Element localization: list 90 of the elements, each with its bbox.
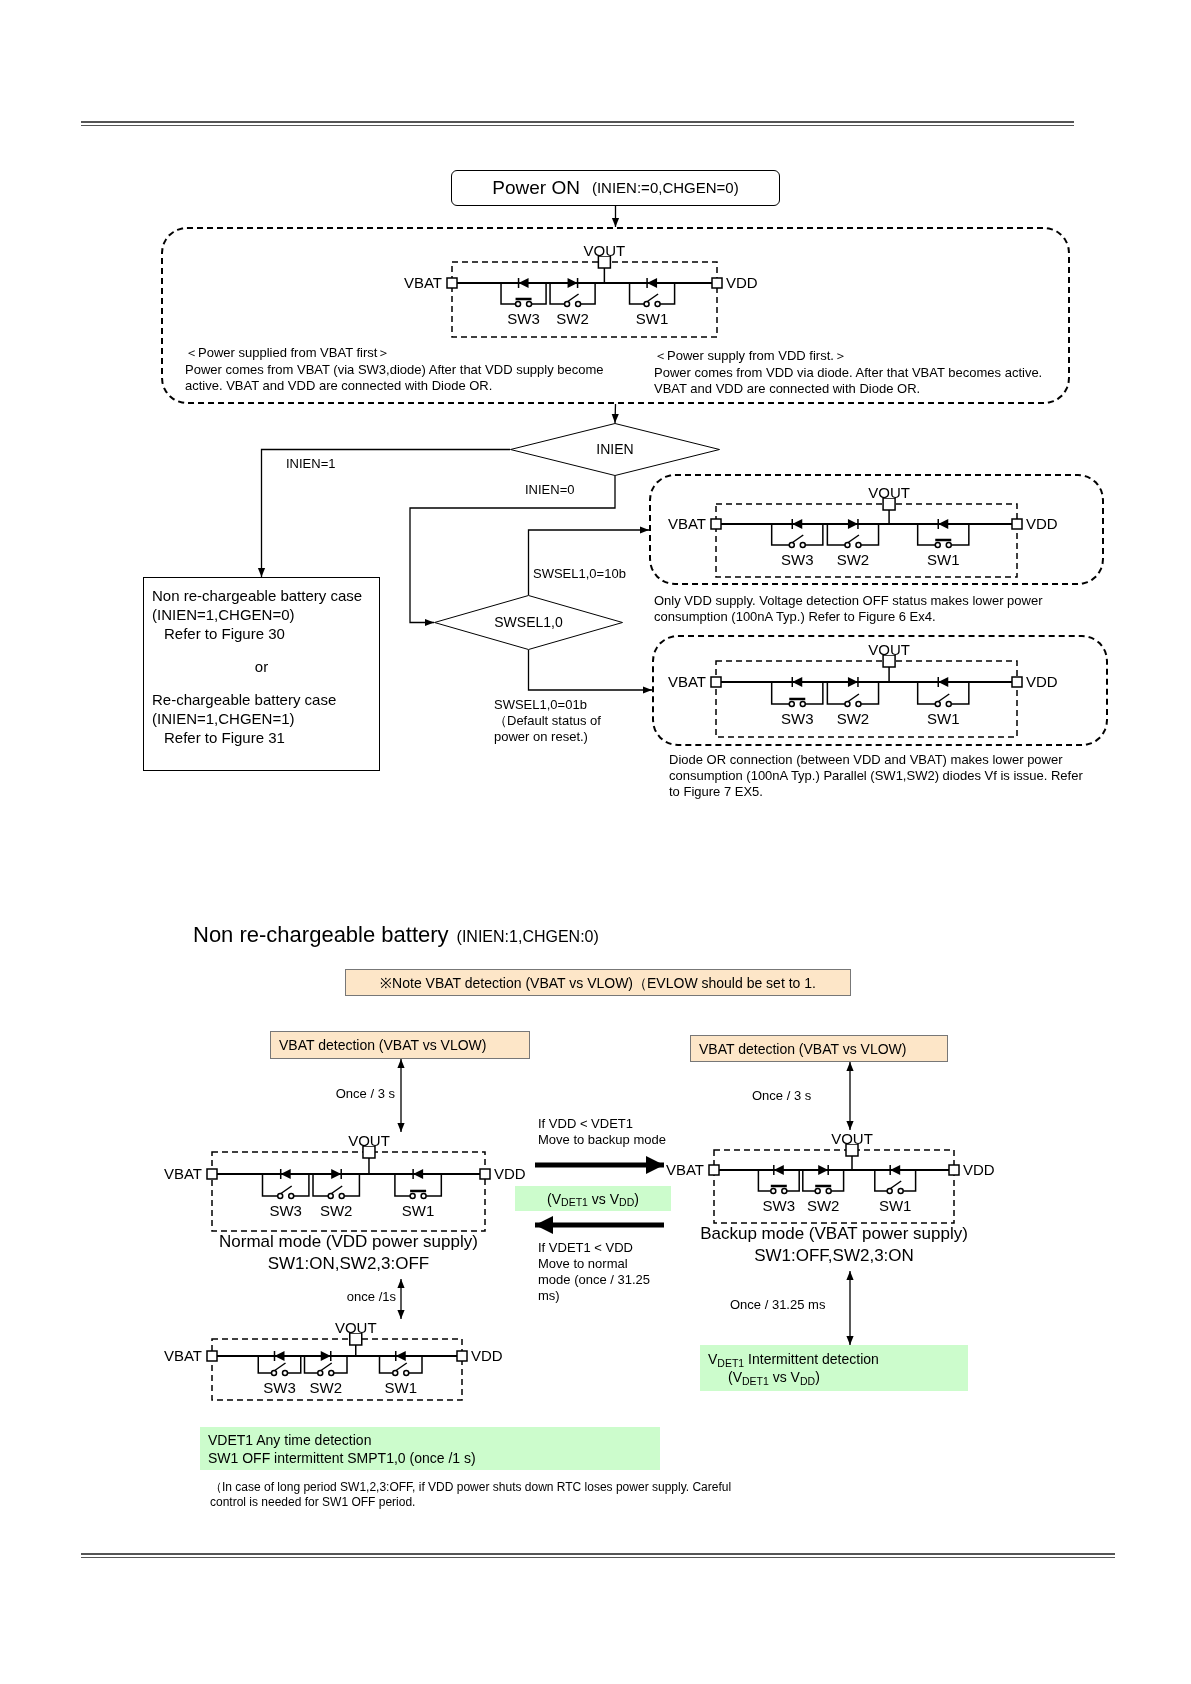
pin-label: VBAT xyxy=(666,673,706,691)
pin-label: VOUT xyxy=(867,641,911,659)
box-subtitle: (INIEN:=0,CHGEN=0) xyxy=(591,177,739,198)
mode-caption: Backup mode (VBAT power supply) xyxy=(699,1223,969,1245)
pin-label: VDD xyxy=(471,1347,503,1365)
note-text: Diode OR connection (between VDD and VBAT) makes lower power consumption (100nA Typ.) Parallel (SW1,SW2) diodes Vf is issue. Refer to Figure 7 EX5. xyxy=(669,752,1084,800)
pin-label: VOUT xyxy=(333,1319,378,1337)
process-box xyxy=(143,577,380,771)
arrow xyxy=(527,649,653,694)
arrow xyxy=(397,1058,405,1133)
arrow xyxy=(611,403,619,424)
box-text: VDET1 Any time detection xyxy=(208,1430,373,1449)
pin-label: VOUT xyxy=(867,484,911,502)
section-subheading: (INIEN:1,CHGEN:0) xyxy=(456,927,599,947)
note-box xyxy=(690,1035,948,1062)
mode-caption: SW1:ON,SW2,3:OFF xyxy=(266,1253,431,1275)
switch-label: SW1 xyxy=(926,710,961,728)
switch-label: SW3 xyxy=(780,710,815,728)
info-box xyxy=(700,1345,968,1391)
start-box xyxy=(451,170,780,206)
box-text: (V$_{DET1}$ vs V$_{DD}$) xyxy=(727,1368,821,1386)
thick-arrow xyxy=(535,1156,664,1174)
note-text: Power comes from VBAT (via SW3,diode) After that VDD supply become active. VBAT and VDD are connected with Diode OR. xyxy=(185,362,605,394)
switch-label: SW1 xyxy=(400,1202,436,1220)
arrow xyxy=(409,475,616,627)
switch-label: SW2 xyxy=(835,551,871,569)
pin-label: VDD xyxy=(1026,673,1058,691)
switch-label: SW3 xyxy=(780,551,815,569)
switch-label: SW2 xyxy=(835,710,871,728)
box-text: Re-chargeable battery case (INIEN=1,CHGEN=1) xyxy=(152,690,338,728)
section-heading: Non re-chargeable battery xyxy=(193,921,449,949)
arrow xyxy=(257,448,511,578)
diamond-label: SWSEL1,0 xyxy=(494,613,563,632)
arrow xyxy=(846,1061,854,1131)
thick-arrow xyxy=(535,1216,664,1234)
switch-label: SW3 xyxy=(506,310,541,328)
box-text: VBAT detection (VBAT vs VLOW) xyxy=(699,1039,908,1058)
pin-label: VOUT xyxy=(830,1130,874,1148)
box-text: VBAT detection (VBAT vs VLOW) xyxy=(279,1036,488,1054)
diamond-label: INIEN xyxy=(596,440,634,459)
box-text: Refer to Figure 31 xyxy=(163,728,286,747)
box-text: ※Note VBAT detection (VBAT vs VLOW)（EVLOW should be set to 1. xyxy=(380,973,816,992)
dashed-region xyxy=(652,635,1108,746)
switch-label: SW3 xyxy=(268,1202,303,1220)
box-text: Refer to Figure 30 xyxy=(163,624,286,643)
pin-label: VOUT xyxy=(582,242,627,260)
mode-caption: Normal mode (VDD power supply) xyxy=(218,1231,479,1253)
switch-label: SW1 xyxy=(383,1379,418,1397)
pin-label: VBAT xyxy=(664,1161,704,1179)
footnote: （In case of long period SW1,2,3:OFF, if VDD power shuts down RTC loses power supply. Careful control is needed for SW1 OFF period. xyxy=(210,1480,733,1510)
note-heading: ＜Power supplied from VBAT first＞ xyxy=(185,345,392,361)
switch-label: SW2 xyxy=(308,1379,343,1397)
switch-label: SW1 xyxy=(634,310,670,328)
pin-label: VDD xyxy=(963,1161,995,1179)
arrow xyxy=(846,1270,854,1346)
arrow xyxy=(611,205,620,228)
note-text: Power comes from VDD via diode. After that VBAT becomes active. VBAT and VDD are connected with Diode OR. xyxy=(654,365,1044,397)
pin-label: VOUT xyxy=(347,1132,391,1150)
pin-label: VDD xyxy=(726,274,758,292)
switch-label: SW1 xyxy=(877,1197,913,1215)
info-box xyxy=(200,1427,660,1470)
switch-label: SW2 xyxy=(805,1197,841,1215)
dashed-region xyxy=(161,227,1070,404)
dashed-region xyxy=(649,474,1104,585)
note-box xyxy=(345,969,851,996)
edge-label: If VDD < VDET1 Move to backup mode xyxy=(538,1116,668,1148)
box-text: Non re-chargeable battery case (INIEN=1,CHGEN=0) xyxy=(152,586,364,624)
box-text: SW1 OFF intermittent SMPT1,0 (once /1 s) xyxy=(208,1448,477,1467)
switch-label: SW3 xyxy=(262,1379,297,1397)
pin-label: VDD xyxy=(1026,515,1058,533)
box-text: or xyxy=(253,657,270,676)
box-title: Power ON xyxy=(492,175,580,200)
pin-label: VBAT xyxy=(402,274,442,292)
switch-label: SW2 xyxy=(555,310,590,328)
pin-label: VBAT xyxy=(162,1347,202,1365)
box-text: V$_{DET1}$ Intermittent detection xyxy=(708,1350,880,1368)
arrow xyxy=(397,1278,405,1320)
info-box xyxy=(515,1186,671,1211)
note-text: Only VDD supply. Voltage detection OFF status makes lower power consumption (100nA Typ.) Refer to Figure 6 Ex4. xyxy=(654,593,1044,625)
mode-caption: SW1:OFF,SW2,3:ON xyxy=(753,1245,915,1267)
note-box xyxy=(270,1031,530,1059)
pin-label: VBAT xyxy=(666,515,706,533)
pin-label: VBAT xyxy=(162,1165,202,1183)
pin-label: VDD xyxy=(494,1165,526,1183)
switch-label: SW2 xyxy=(318,1202,354,1220)
box-text: (V$_{DET1}$ vs V$_{DD}$) xyxy=(547,1189,639,1208)
switch-label: SW1 xyxy=(926,551,961,569)
note-heading: ＜Power supply from VDD first.＞ xyxy=(654,348,848,364)
arrow xyxy=(527,526,650,596)
switch-label: SW3 xyxy=(761,1197,797,1215)
